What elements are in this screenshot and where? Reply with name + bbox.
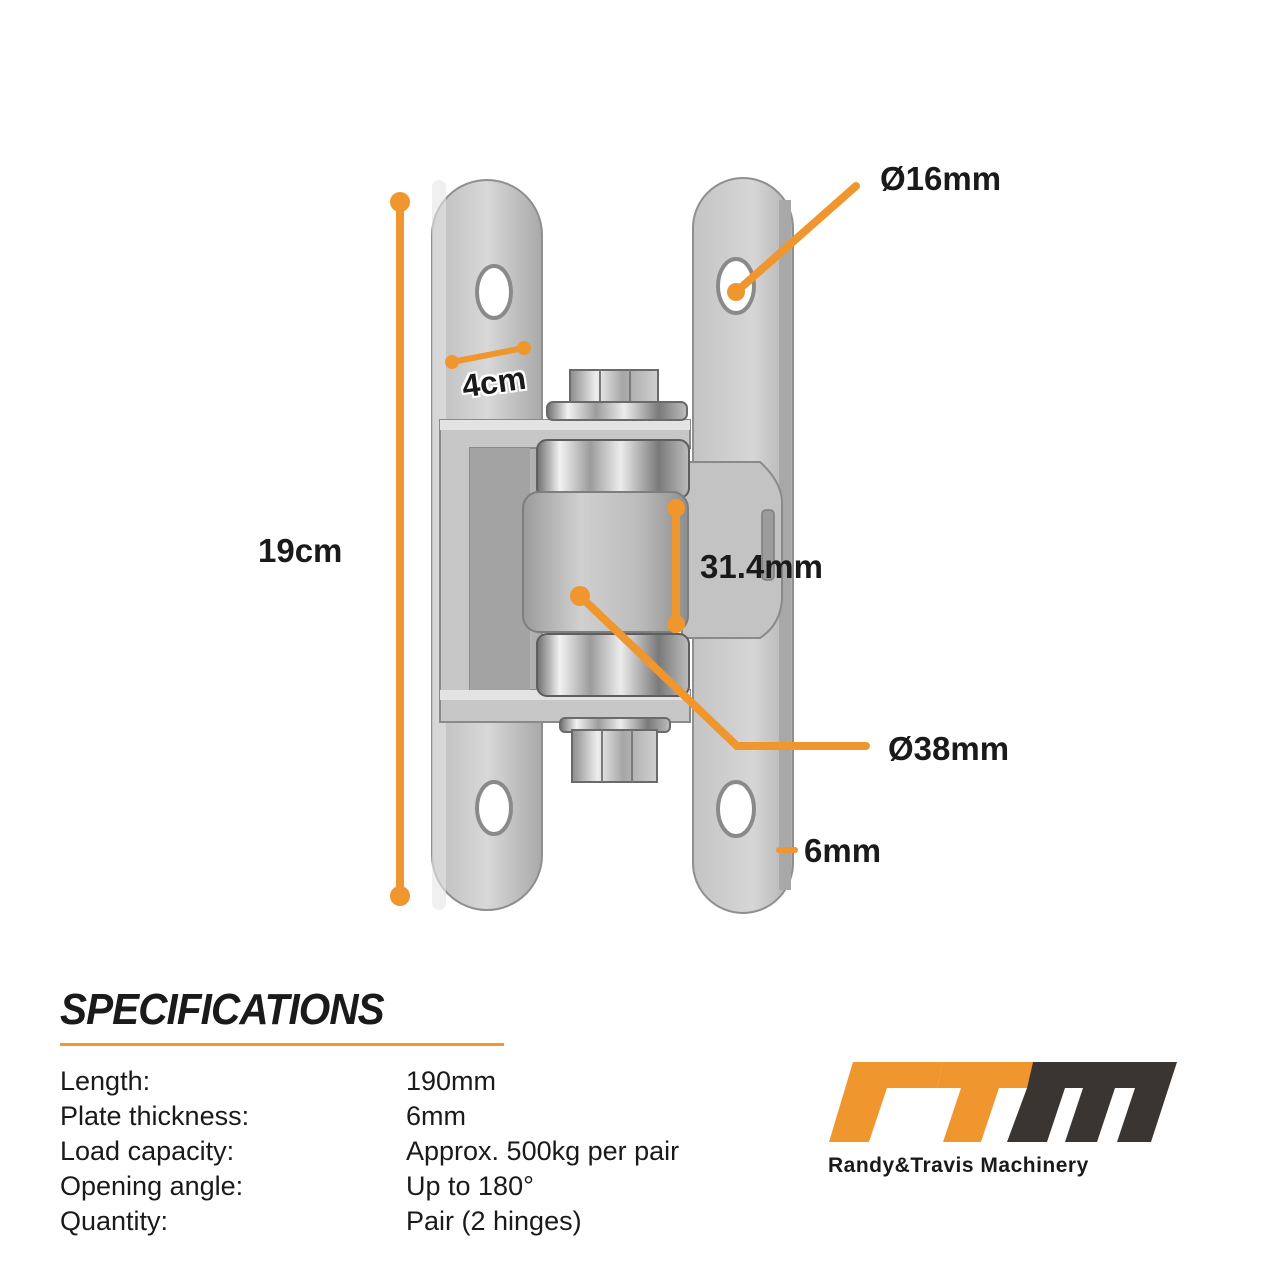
spec-value: 190mm: [406, 1066, 497, 1096]
hinge-illustration: [390, 177, 870, 914]
bottom-nut: [559, 717, 671, 783]
barrel-height-label: 31.4mm: [700, 548, 823, 585]
dimension-lines: [390, 182, 870, 906]
width-dimension-line: [449, 345, 527, 365]
mount-hole-bottom-left: [475, 780, 513, 836]
barrel-diameter-dot: [570, 586, 590, 606]
barrel-diameter-label: Ø38mm: [888, 730, 1010, 767]
spec-value: Up to 180°: [406, 1171, 534, 1201]
specifications-heading: SPECIFICATIONS: [60, 985, 385, 1034]
spec-value: Approx. 500kg per pair: [406, 1136, 680, 1166]
logo-letter-t: [937, 1062, 1033, 1142]
brand-name: Randy&Travis Machinery: [828, 1154, 1089, 1177]
height-dimension-start: [390, 192, 410, 212]
bottom-bearing: [536, 633, 690, 697]
spec-row: Opening angle: Up to 180°: [60, 1169, 679, 1204]
top-nut: [546, 369, 688, 421]
hole-leader-line: [732, 182, 860, 296]
mount-hole-top-left: [475, 264, 513, 320]
spec-key: Quantity:: [60, 1206, 169, 1236]
top-bearing: [536, 439, 690, 499]
height-label: 19cm: [258, 532, 343, 569]
barrel-height-end: [667, 615, 685, 633]
mount-hole-bottom-right: [716, 780, 756, 838]
hole-leader-dot: [727, 283, 745, 301]
thickness-label: 6mm: [804, 832, 882, 869]
height-dimension-end: [390, 886, 410, 906]
width-dimension-end: [517, 341, 531, 355]
barrel-diameter-leader: [576, 592, 870, 750]
spec-row: Quantity: Pair (2 hinges): [60, 1204, 679, 1239]
spec-value: Pair (2 hinges): [406, 1206, 582, 1236]
spec-key: Opening angle:: [60, 1171, 244, 1201]
hole-diameter-label: Ø16mm: [880, 160, 1002, 197]
spec-row: Length: 190mm: [60, 1064, 679, 1099]
logo-letter-m: [1007, 1062, 1177, 1142]
width-dimension-start: [445, 355, 459, 369]
spec-key: Length:: [60, 1066, 151, 1096]
logo-letter-r: [829, 1062, 943, 1142]
spec-value: 6mm: [406, 1101, 466, 1131]
hinge-barrel: [522, 491, 689, 633]
barrel-height-start: [667, 499, 685, 517]
spec-row: Plate thickness: 6mm: [60, 1099, 679, 1134]
rtm-logo: [829, 1062, 1177, 1142]
specifications-divider: [60, 1043, 504, 1046]
spec-row: Load capacity: Approx. 500kg per pair: [60, 1134, 679, 1169]
spec-key: Plate thickness:: [60, 1101, 250, 1131]
spec-key: Load capacity:: [60, 1136, 235, 1166]
hinge-knuckle-arm: [681, 461, 783, 639]
